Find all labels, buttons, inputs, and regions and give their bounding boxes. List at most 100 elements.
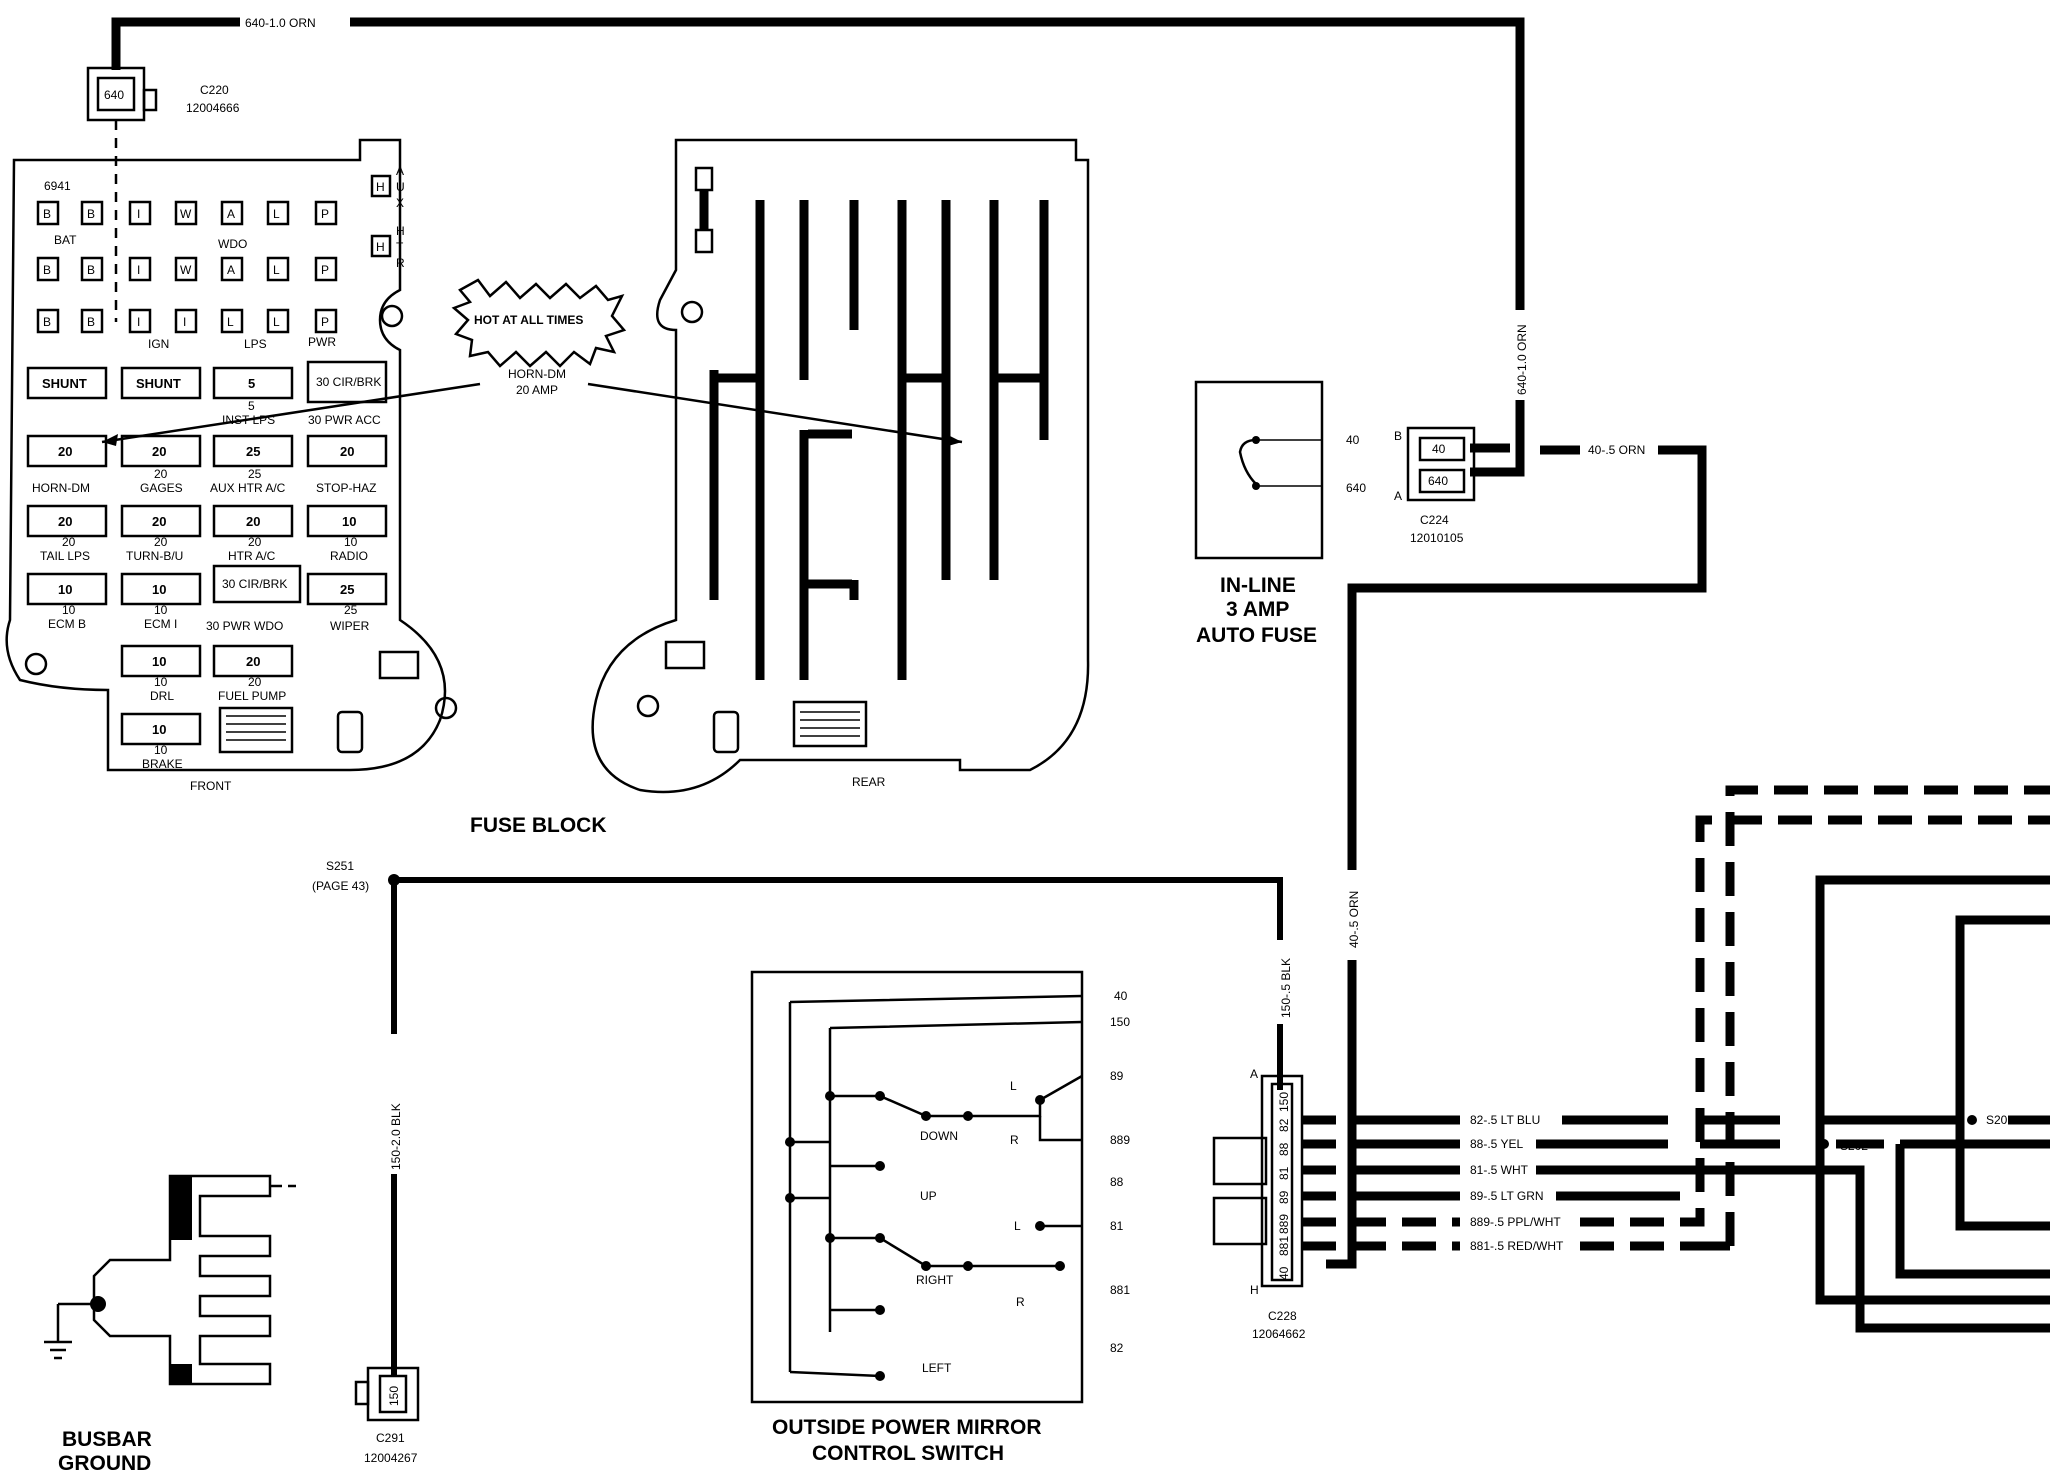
switch-down: DOWN <box>920 1129 958 1143</box>
c228-pin-889: 889 <box>1277 1214 1291 1234</box>
switch-l2: L <box>1014 1219 1021 1233</box>
front-label: FRONT <box>190 779 232 793</box>
switch-title-1: OUTSIDE POWER MIRROR <box>772 1416 1042 1439</box>
fuse-ecm-i-amp: 10 <box>154 603 168 617</box>
ground-line2: GROUND <box>58 1452 151 1472</box>
fuse-ecm-b-amp: 10 <box>62 603 76 617</box>
s251-name: S251 <box>326 859 354 873</box>
caption-brake: BRAKE <box>142 757 183 771</box>
wire-40-orn: 40-.5 ORN 40-.5 ORN <box>1326 443 1707 1269</box>
fuse-shunt-2: SHUNT <box>136 376 181 391</box>
s202-label: S202 <box>1840 1139 1868 1153</box>
wire-88-label: 88-.5 YEL <box>1470 1137 1523 1151</box>
caption-drl: DRL <box>150 689 174 703</box>
wire-640-top: 640-1.0 ORN 640-1.0 ORN <box>111 16 1529 477</box>
c220-pin: 640 <box>104 88 124 102</box>
fuse-block-title: FUSE BLOCK <box>470 814 607 837</box>
caption-htr-ac: HTR A/C <box>228 549 276 563</box>
grid-row-1: B B I W A L P <box>36 200 338 226</box>
callout-title: HORN-DM <box>508 367 566 381</box>
switch-title-2: CONTROL SWITCH <box>812 1442 1004 1465</box>
c228-pin-881: 881 <box>1277 1236 1291 1256</box>
switch-pin-881: 881 <box>1110 1283 1130 1297</box>
g3c6: L <box>273 315 280 329</box>
wire-150-2-label: 150-2.0 BLK <box>389 1103 403 1170</box>
c224-pin-b: 40 <box>1432 442 1446 456</box>
aux-a: A <box>396 164 404 178</box>
fuse-brake: 10 <box>152 722 166 737</box>
g1c3: I <box>137 207 140 221</box>
g1c6: L <box>273 207 280 221</box>
fuse-drl: 10 <box>152 654 166 669</box>
c224-part: 12010105 <box>1410 531 1464 545</box>
switch-left: LEFT <box>922 1361 952 1375</box>
fuse-turn-bu-amp: 20 <box>154 535 168 549</box>
g3c2: B <box>87 315 95 329</box>
g2c7: P <box>321 263 329 277</box>
grid-row-3: B B I I L L P <box>36 308 338 334</box>
g1c1: B <box>43 207 51 221</box>
connector-c291[interactable]: 150 C291 12004267 <box>354 1366 420 1465</box>
caption-aux-htr: AUX HTR A/C <box>210 481 286 495</box>
fuse-drl-amp: 10 <box>154 675 168 689</box>
s201-label: S201 <box>1986 1113 2014 1127</box>
caption-gages: GAGES <box>140 481 183 495</box>
htr-t: T <box>396 240 404 254</box>
switch-l1: L <box>1010 1079 1017 1093</box>
c228-pin-150: 150 <box>1277 1092 1291 1112</box>
caption-stop-haz: STOP-HAZ <box>316 481 376 495</box>
aux-h: H <box>376 180 385 194</box>
connector-c220[interactable]: 640 C220 12004666 <box>86 66 240 122</box>
wire-81-label: 81-.5 WHT <box>1470 1163 1529 1177</box>
g3c4: I <box>183 315 186 329</box>
c291-part: 12004267 <box>364 1451 418 1465</box>
g2c4: W <box>180 263 192 277</box>
harness-wires: 82-.5 LT BLU S201 88-.5 YEL S202 81-.5 W… <box>1302 785 2050 1333</box>
fuse-horn-dm: 20 <box>58 444 72 459</box>
inline-pin-bottom: 640 <box>1346 481 1366 495</box>
inline-fuse[interactable]: 40 640 IN-LINE 3 AMP AUTO FUSE <box>1194 380 1366 647</box>
group-ign: IGN <box>148 337 169 351</box>
inline-line3: AUTO FUSE <box>1196 624 1317 647</box>
fuse-gages: 20 <box>152 444 166 459</box>
wire-640-top-label: 640-1.0 ORN <box>245 16 316 30</box>
aux-u: U <box>396 180 405 194</box>
fuse-radio-amp: 10 <box>344 535 358 549</box>
g1c2: B <box>87 207 95 221</box>
switch-pin-889: 889 <box>1110 1133 1130 1147</box>
g1c4: W <box>180 207 192 221</box>
g2c1: B <box>43 263 51 277</box>
fuse-ecm-i: 10 <box>152 582 166 597</box>
fuse-inst-lps: 5 <box>248 376 255 391</box>
caption-ecm-i: ECM I <box>144 617 177 631</box>
switch-pin-40: 40 <box>1114 989 1128 1003</box>
switch-pin-150: 150 <box>1110 1015 1130 1029</box>
fuse-turn-bu: 20 <box>152 514 166 529</box>
g3c5: L <box>227 315 234 329</box>
wire-889-label: 889-.5 PPL/WHT <box>1470 1215 1561 1229</box>
c224-name: C224 <box>1420 513 1449 527</box>
connector-c228[interactable]: A H 150 82 88 81 89 889 881 40 C228 1206… <box>1212 1067 1306 1341</box>
connector-c224[interactable]: 40 640 B A C224 12010105 <box>1394 426 1476 545</box>
fuse-aux-htr-amp: 25 <box>248 467 262 481</box>
c228-pin-81: 81 <box>1277 1166 1291 1180</box>
g3c7: P <box>321 315 329 329</box>
switch-pin-82: 82 <box>1110 1341 1124 1355</box>
wire-150-label: 150-.5 BLK <box>1279 958 1293 1018</box>
caption-ecm-b: ECM B <box>48 617 86 631</box>
c220-name: C220 <box>200 83 229 97</box>
caption-fuel-pump: FUEL PUMP <box>218 689 286 703</box>
ground-line1: BUSBAR <box>62 1428 152 1451</box>
mirror-control-switch[interactable]: DOWN UP RIGHT LEFT L R L R 40 150 89 889… <box>750 970 1130 1465</box>
group-pwr: PWR <box>308 335 336 349</box>
htr-h2: H <box>396 224 405 238</box>
switch-contacts <box>785 1074 1083 1381</box>
caption-radio: RADIO <box>330 549 368 563</box>
c228-label-h: H <box>1250 1283 1259 1297</box>
caption-pwr-acc: 30 PWR ACC <box>308 413 381 427</box>
fuse-htr-ac: 20 <box>246 514 260 529</box>
g2c6: L <box>273 263 280 277</box>
fuse-ecm-b: 10 <box>58 582 72 597</box>
switch-r1: R <box>1010 1133 1019 1147</box>
g2c5: A <box>227 263 235 277</box>
